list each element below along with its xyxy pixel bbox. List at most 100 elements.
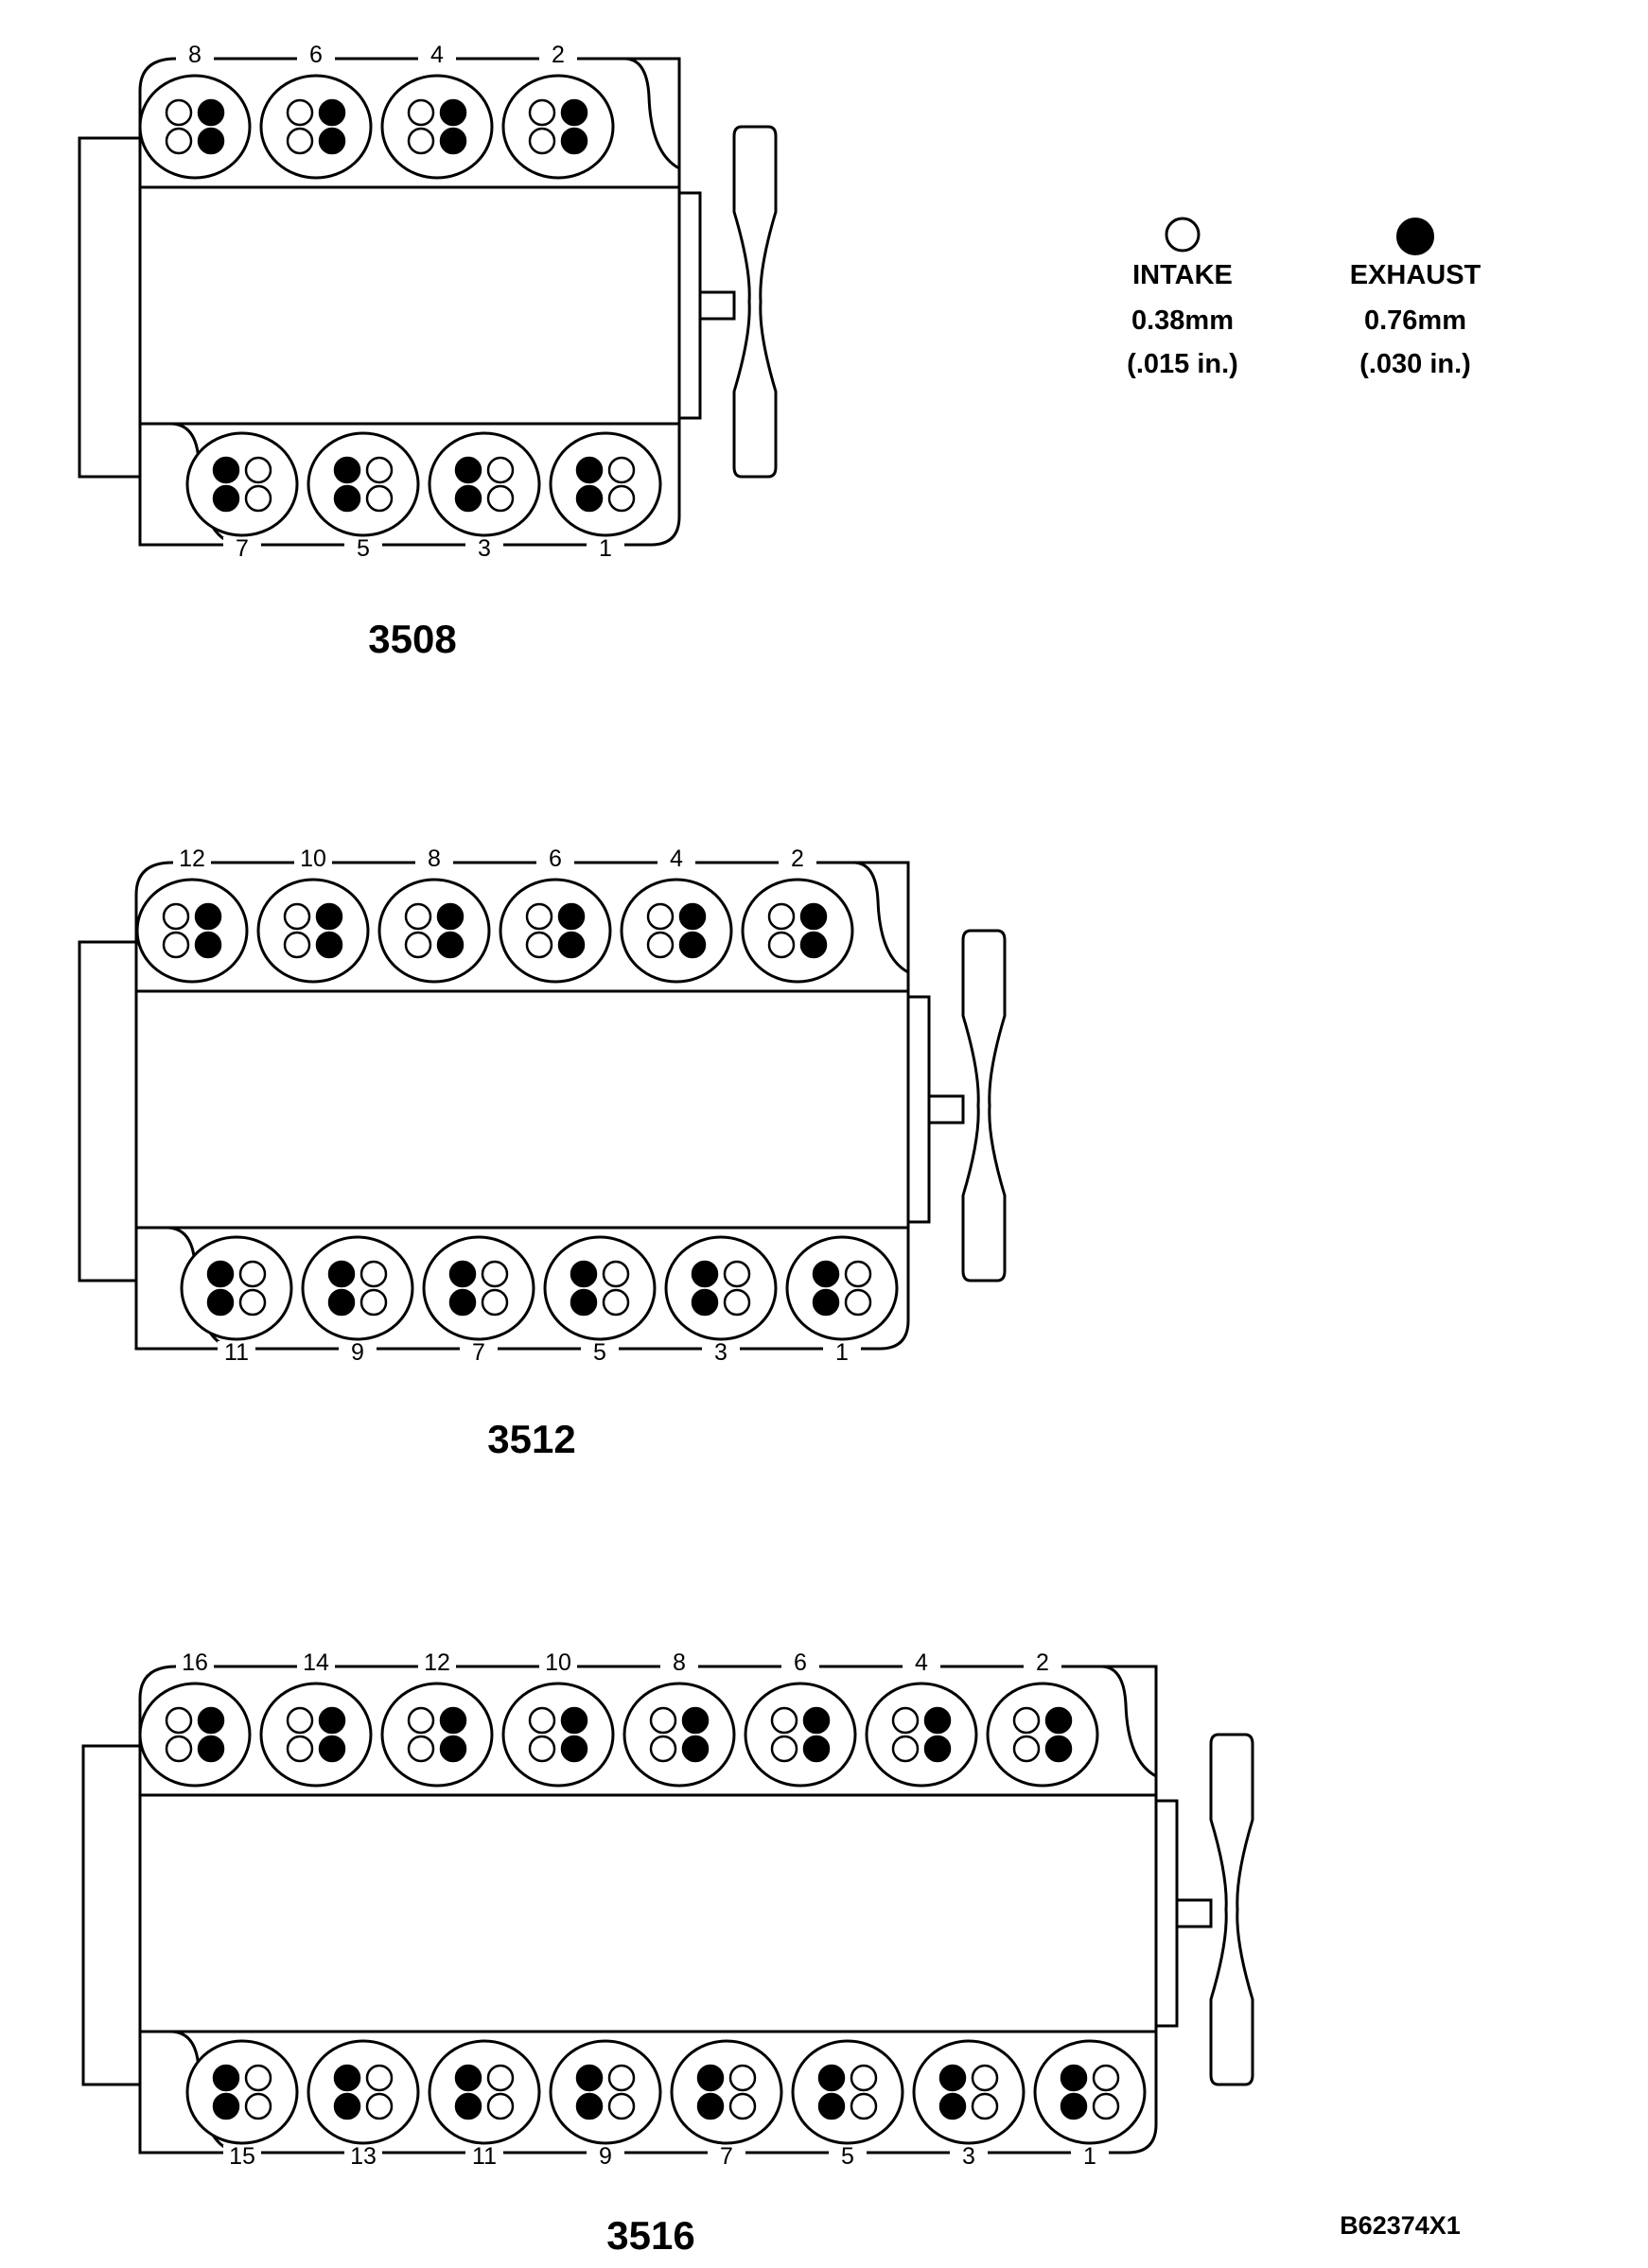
exhaust-valve-icon	[333, 456, 361, 484]
exhaust-valve-icon	[212, 2064, 240, 2092]
intake-valve-icon	[767, 902, 796, 931]
cylinder-5: 5	[543, 1235, 657, 1366]
intake-clearance-metric: 0.38mm	[1131, 305, 1234, 336]
cylinder-number-backdrop	[587, 2145, 624, 2170]
top-cylinder-number: 2	[791, 846, 804, 872]
exhaust-symbol-icon	[1396, 218, 1434, 255]
intake-valve-icon	[723, 1260, 751, 1288]
cylinder-number-backdrop	[176, 1651, 214, 1676]
intake-valve-icon	[525, 902, 553, 931]
exhaust-valve-icon	[206, 1260, 235, 1288]
cylinder-number-backdrop	[657, 847, 695, 872]
intake-valve-icon	[486, 484, 515, 513]
top-cylinder-number: 6	[549, 846, 562, 872]
exhaust-valve-icon	[436, 902, 465, 931]
crankcase-end	[81, 1744, 140, 2086]
top-bank-end-curve	[1100, 1665, 1157, 1778]
cylinder-8: 8	[138, 42, 252, 180]
cylinder-15: 15	[185, 2039, 299, 2170]
bottom-cylinder-number: 5	[841, 2143, 854, 2170]
cylinder-number-backdrop	[702, 1341, 740, 1366]
intake-valve-icon	[165, 1735, 193, 1763]
engine-model-label: 3508	[368, 617, 456, 661]
cylinder-2: 2	[501, 42, 615, 180]
intake-valve-icon	[407, 127, 435, 155]
exhaust-valve-icon	[448, 1288, 477, 1317]
exhaust-valve-icon	[1060, 2092, 1088, 2120]
intake-valve-icon	[646, 931, 675, 959]
cylinder-5: 5	[791, 2039, 904, 2170]
cylinder-head-outline	[785, 1235, 899, 1341]
intake-valve-icon	[728, 2092, 757, 2120]
exhaust-valve-icon	[327, 1288, 356, 1317]
intake-valve-icon	[283, 902, 311, 931]
bottom-cylinder-number: 15	[229, 2143, 255, 2170]
intake-valve-icon	[607, 456, 636, 484]
exhaust-valve-icon	[197, 1706, 225, 1735]
top-cylinder-number: 10	[300, 846, 326, 872]
exhaust-valve-icon	[799, 902, 828, 931]
cylinder-head-outline	[499, 878, 612, 984]
cylinder-head-outline	[259, 1682, 373, 1788]
cylinder-head-outline	[138, 1682, 252, 1788]
exhaust-valve-icon	[1060, 2064, 1088, 2092]
intake-valve-icon	[404, 902, 432, 931]
cylinder-number-backdrop	[829, 2145, 867, 2170]
intake-valve-icon	[238, 1288, 267, 1317]
exhaust-valve-icon	[696, 2064, 725, 2092]
intake-valve-icon	[1012, 1735, 1041, 1763]
crankshaft-pulley	[961, 929, 1007, 1282]
cylinder-number-backdrop	[536, 847, 574, 872]
exhaust-valve-icon	[560, 127, 588, 155]
exhaust-valve-icon	[439, 1706, 467, 1735]
engine-block-body	[134, 989, 910, 1230]
cylinder-head-outline	[741, 878, 854, 984]
intake-valve-icon	[971, 2092, 999, 2120]
exhaust-valve-icon	[448, 1260, 477, 1288]
cylinder-2: 2	[741, 846, 854, 984]
intake-valve-icon	[407, 1735, 435, 1763]
intake-valve-icon	[528, 1735, 556, 1763]
exhaust-valve-icon	[454, 2064, 482, 2092]
cylinder-12: 12	[380, 1649, 494, 1788]
bottom-cylinder-number: 3	[714, 1339, 728, 1366]
intake-valve-icon	[162, 902, 190, 931]
intake-valve-icon	[891, 1735, 920, 1763]
cylinder-number-backdrop	[779, 847, 816, 872]
exhaust-valve-icon	[681, 1706, 710, 1735]
intake-valve-icon	[244, 484, 272, 513]
cylinder-head-outline	[256, 878, 370, 984]
intake-valve-icon	[165, 1706, 193, 1735]
cylinder-5: 5	[307, 431, 420, 562]
intake-valve-icon	[602, 1288, 630, 1317]
intake-valve-icon	[244, 2064, 272, 2092]
intake-valve-icon	[607, 2092, 636, 2120]
cylinder-6: 6	[744, 1649, 857, 1788]
bottom-cylinder-number: 3	[478, 535, 491, 562]
exhaust-valve-icon	[1044, 1706, 1073, 1735]
intake-valve-icon	[407, 98, 435, 127]
exhaust-valve-icon	[454, 456, 482, 484]
exhaust-valve-icon	[454, 2092, 482, 2120]
cylinder-10: 10	[501, 1649, 615, 1788]
front-cover-plate	[1154, 1799, 1179, 2028]
top-cylinder-number: 16	[182, 1649, 208, 1676]
cylinder-head-outline	[428, 2039, 541, 2145]
exhaust-valve-icon	[194, 931, 222, 959]
intake-valve-icon	[365, 456, 394, 484]
exhaust-valve-icon	[439, 1735, 467, 1763]
exhaust-valve-icon	[802, 1735, 831, 1763]
cylinder-head-outline	[543, 1235, 657, 1341]
exhaust-valve-icon	[560, 98, 588, 127]
cylinder-number-backdrop	[460, 1341, 498, 1366]
intake-valve-icon	[770, 1735, 798, 1763]
cylinder-head-outline	[185, 2039, 299, 2145]
intake-valve-icon	[528, 98, 556, 127]
cylinder-head-outline	[744, 1682, 857, 1788]
exhaust-valve-icon	[817, 2092, 846, 2120]
intake-valve-icon	[286, 98, 314, 127]
cylinder-number-backdrop	[465, 537, 503, 562]
bottom-cylinder-number: 11	[224, 1339, 249, 1366]
